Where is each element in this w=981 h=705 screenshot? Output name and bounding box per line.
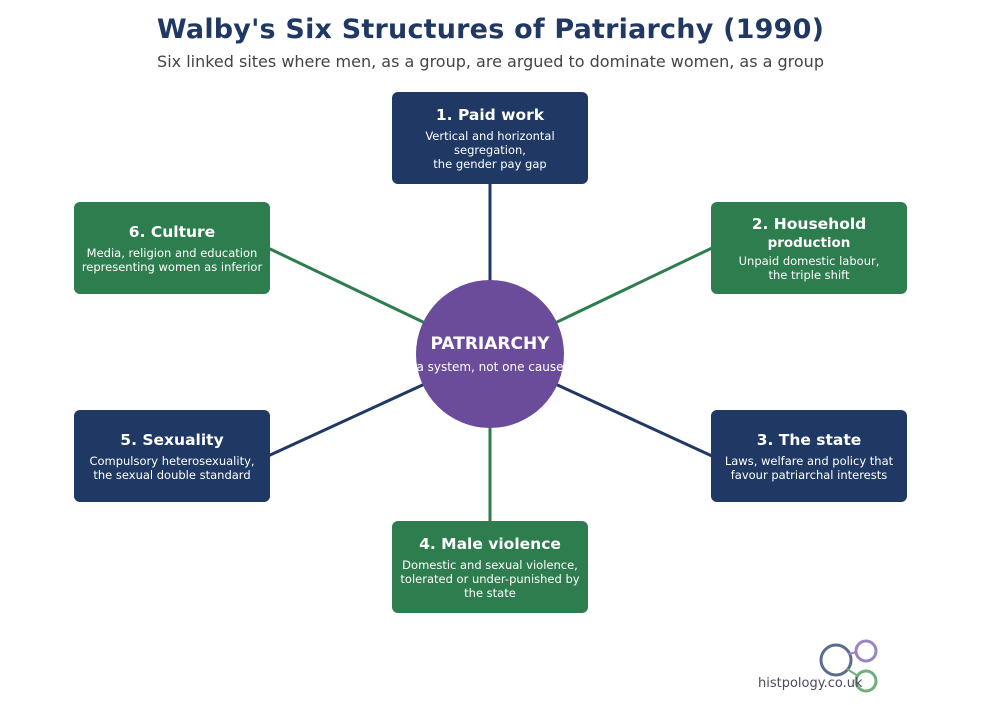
node-title: 6. Culture (128, 223, 216, 241)
node-the-state: 3. The state Laws, welfare and policy th… (711, 410, 907, 502)
node-title: 4. Male violence (419, 535, 561, 553)
node-description: Media, religion and education representi… (82, 246, 262, 274)
logo-text: histpology.co.uk (758, 676, 863, 691)
page-title: Walby's Six Structures of Patriarchy (19… (156, 14, 825, 45)
node-description-line: Media, religion and education representi… (81, 246, 263, 274)
node-title: 3. The state (756, 431, 862, 449)
site-logo: histpology.co.uk (758, 638, 888, 694)
node-description: Unpaid domestic labour, the triple shift (739, 254, 880, 282)
node-culture: 6. Culture Media, religion and education… (74, 202, 270, 294)
node-subtitle: production (767, 235, 851, 251)
node-description: Domestic and sexual violence, tolerated … (396, 558, 584, 600)
node-male-violence: 4. Male violence Domestic and sexual vio… (392, 521, 588, 613)
node-sexuality: 5. Sexuality Compulsory heterosexuality,… (74, 410, 270, 502)
node-description-line: Compulsory heterosexuality, the sexual d… (89, 454, 255, 482)
logo-circles-icon (819, 639, 878, 693)
node-description: Compulsory heterosexuality, the sexual d… (89, 454, 254, 482)
node-title: 1. Paid work (435, 106, 545, 124)
node-description-line: Vertical and horizontal segregation, the… (425, 129, 555, 171)
hub-subtitle: a system, not one cause (416, 360, 564, 374)
node-title: 5. Sexuality (120, 431, 224, 449)
hub-title: PATRIARCHY (430, 334, 550, 354)
node-description: Laws, welfare and policy that favour pat… (725, 454, 893, 482)
node-description: Vertical and horizontal segregation, the… (396, 129, 584, 171)
node-description-line: Laws, welfare and policy that favour pat… (724, 454, 894, 482)
node-description-line: Unpaid domestic labour, the triple shift (738, 254, 880, 282)
node-household-production: 2. Household production Unpaid domestic … (711, 202, 907, 294)
patriarchy-hub: PATRIARCHY a system, not one cause (416, 280, 564, 428)
node-paid-work: 1. Paid work Vertical and horizontal seg… (392, 92, 588, 184)
node-title: 2. Household (751, 215, 867, 233)
node-description-line: Domestic and sexual violence, tolerated … (400, 558, 580, 600)
page-subtitle: Six linked sites where men, as a group, … (157, 52, 824, 71)
